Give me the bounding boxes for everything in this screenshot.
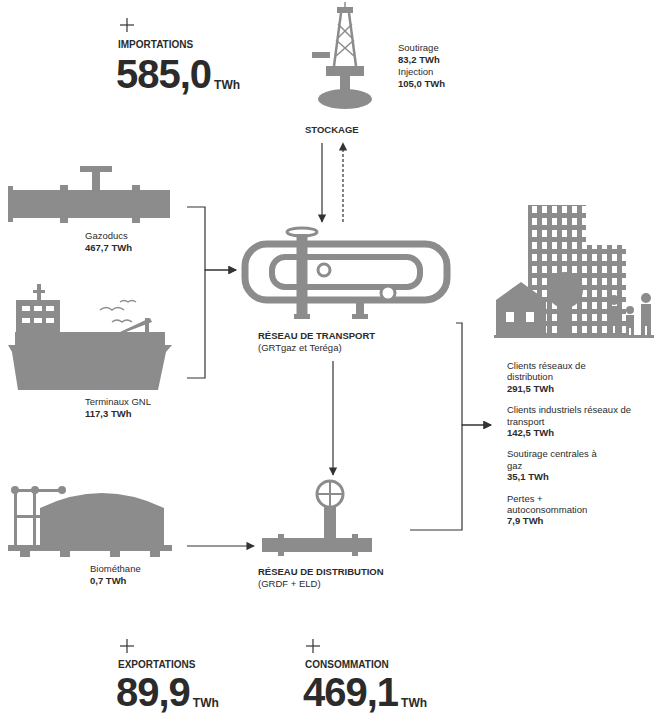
flow-arrow <box>342 143 343 222</box>
buildings-icon <box>494 205 654 338</box>
distribution-pipe-icon <box>262 481 372 556</box>
unit-label: TWh <box>193 697 219 709</box>
node-title: RÉSEAU DE TRANSPORT <box>258 330 375 341</box>
value-text: 105,0 TWh <box>398 78 445 89</box>
node-label: Gazoducs <box>85 230 128 241</box>
distribution-network-node: RÉSEAU DE DISTRIBUTION(GRDF + ELD) <box>256 478 406 594</box>
unit-label: TWh <box>214 79 240 91</box>
value-text: 7,9 TWh <box>507 515 656 526</box>
value-text: 0,7 TWh <box>90 575 126 586</box>
biomethane-node: Biométhane0,7 TWh <box>8 478 183 591</box>
section-heading: EXPORTATIONS <box>118 660 195 670</box>
value-text: 142,5 TWh <box>507 427 656 438</box>
transport-network-node: RÉSEAU DE TRANSPORT(GRTgaz et Teréga) <box>238 225 453 358</box>
node-label: Injection <box>398 66 433 77</box>
derrick-icon <box>312 2 372 109</box>
biomethane-tank-icon <box>8 486 172 557</box>
node-title: STOCKAGE <box>305 124 359 135</box>
pipeline-node: Gazoducs467,7 TWh <box>8 160 183 260</box>
total-number: 585,0 <box>116 54 211 94</box>
flow-arrow <box>187 207 236 270</box>
node-label: Soutirage centrales à gaz <box>507 448 612 471</box>
flow-arrow <box>187 270 236 378</box>
node-label: Terminaux GNL <box>85 396 151 407</box>
total-number: 89,9 <box>116 672 190 712</box>
flow-arrow <box>332 361 333 475</box>
consumers-node: Clients réseaux de distribution291,5 TWh… <box>495 190 656 531</box>
lng-terminal-node: Terminaux GNL117,3 TWh <box>8 280 183 424</box>
node-label: (GRTgaz et Teréga) <box>258 342 342 353</box>
unit-label: TWh <box>401 697 427 709</box>
flow-arrow <box>410 425 491 530</box>
section-heading: IMPORTATIONS <box>118 40 193 50</box>
node-label: Soutirage <box>398 42 439 53</box>
value-text: 117,3 TWh <box>85 408 131 419</box>
lng-ship-icon <box>8 284 172 390</box>
node-label: Pertes + autoconsommation <box>507 493 607 516</box>
total-number: 469,1 <box>303 672 398 712</box>
node-label: Clients réseaux de distribution <box>507 360 587 383</box>
node-label: Clients industriels réseaux de transport <box>507 404 642 427</box>
transport-pipes-icon <box>245 228 447 319</box>
value-text: 467,7 TWh <box>85 242 132 253</box>
node-label: Biométhane <box>90 563 141 574</box>
pipeline-icon <box>8 166 170 223</box>
value-text: 83,2 TWh <box>398 54 440 65</box>
flow-arrow <box>187 545 254 546</box>
section-heading: CONSOMMATION <box>305 660 389 670</box>
flow-arrow <box>321 143 322 222</box>
flow-arrow <box>456 323 491 425</box>
storage-node: STOCKAGE Soutirage83,2 TWhInjection105,0 … <box>300 2 460 140</box>
node-title: RÉSEAU DE DISTRIBUTION <box>258 566 384 577</box>
value-text: 291,5 TWh <box>507 383 656 394</box>
value-text: 35,1 TWh <box>507 471 656 482</box>
node-label: (GRDF + ELD) <box>258 578 321 589</box>
